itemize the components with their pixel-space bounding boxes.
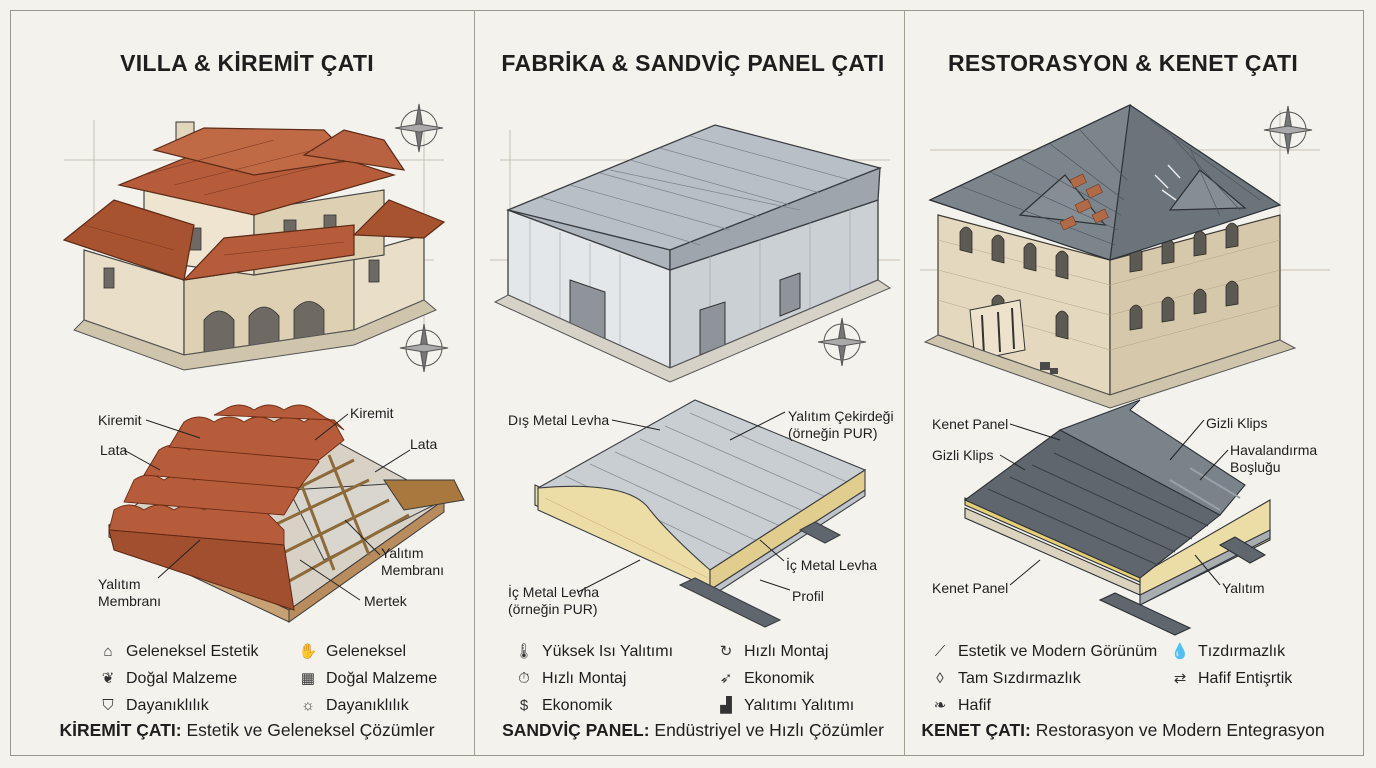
panel-villa-tile-roof: VILLA & KİREMİT ÇATI: [24, 10, 470, 756]
feature-item: ⌂Geleneksel Estetik: [98, 642, 258, 662]
label-kiremit: Kiremit: [350, 405, 394, 421]
label-inner-metal-sheet: İç Metal Levha (örneğin PUR): [508, 584, 600, 617]
money-bag-icon: $: [519, 697, 529, 714]
feature-item: ◊Tam Sızdırmazlık: [930, 669, 1080, 689]
label-mertek: Mertek: [364, 593, 407, 609]
bar-chart-icon: ▟: [720, 697, 732, 714]
compass-rose-icon: [817, 317, 867, 367]
sun-icon: ☼: [301, 697, 315, 714]
feature-item: ❦Doğal Malzeme: [98, 669, 237, 689]
panel-restoration-standing-seam-roof: RESTORASYON & KENET ÇATI: [900, 10, 1346, 756]
factory-illustration: [490, 124, 900, 628]
feature-item: ❧Hafif: [930, 696, 991, 716]
label-profile: Profil: [792, 588, 824, 604]
feature-item: ☼Dayanıklılık: [298, 696, 409, 716]
feature-item: ➶Ekonomik: [716, 669, 815, 689]
feature-item: ⇄Hafif Entişrtik: [1170, 669, 1293, 689]
stopwatch-icon: ⏱: [518, 670, 530, 687]
compass-tool-icon: ⟋: [934, 643, 946, 660]
feature-item: 💧Tızdırmazlık: [1170, 643, 1286, 660]
panel-divider: [904, 10, 905, 756]
panel-title: FABRİKA & SANDVİÇ PANEL ÇATI: [501, 50, 885, 76]
label-insulation-core: Yalıtım Çekirdeği (örneğin PUR): [788, 408, 894, 441]
brick-icon: ▦: [300, 670, 316, 687]
standing-seam-section: [963, 399, 1271, 636]
feature-item: ⟋Estetik ve Modern Görünüm: [930, 642, 1157, 662]
refresh-icon: ↻: [719, 643, 733, 660]
handshake-icon: ⇄: [1173, 670, 1187, 687]
feature-item: ↻Hızlı Montaj: [716, 642, 829, 662]
feature-item: 🌡Yüksek Isı Yalıtımı: [514, 643, 674, 660]
panel-summary: SANDVİÇ PANEL: Endüstriyel ve Hızlı Çözü…: [502, 720, 884, 740]
label-standing-seam-panel: Kenet Panel: [932, 580, 1009, 596]
historic-building-illustration: [920, 103, 1330, 636]
compass-rose-icon: [1263, 105, 1313, 155]
water-drop-icon: 💧: [1170, 643, 1190, 660]
house-icon: ⌂: [103, 643, 113, 660]
panel-factory-sandwich-roof: FABRİKA & SANDVİÇ PANEL ÇATI: [470, 10, 916, 756]
thermometer-icon: 🌡: [514, 643, 534, 660]
feather-icon: ❧: [933, 697, 947, 714]
leaf-icon: ❦: [101, 670, 115, 687]
label-lata: Lata: [410, 436, 438, 452]
feature-item: ⛉Dayanıklılık: [98, 696, 208, 716]
rocket-icon: ➶: [719, 670, 733, 687]
label-ventilation-gap: Havalandırma Boşluğu: [1230, 442, 1318, 475]
feature-item: ✋Geleneksel: [298, 643, 407, 660]
label-hidden-clip: Gizli Klips: [932, 447, 994, 463]
label-lata: Lata: [100, 442, 128, 458]
feature-item: ▦Doğal Malzeme: [298, 669, 437, 689]
compass-rose-icon: [394, 103, 444, 153]
label-outer-metal-sheet: Dış Metal Levha: [508, 412, 610, 428]
panel-title: RESTORASYON & KENET ÇATI: [947, 50, 1299, 76]
feature-item: ▟Yalıtımı Yalıtımı: [716, 696, 854, 716]
drop-icon: ◊: [936, 670, 944, 687]
label-kiremit: Kiremit: [98, 412, 142, 428]
panel-title: VILLA & KİREMİT ÇATI: [120, 50, 374, 76]
panel-summary: KENET ÇATI: Restorasyon ve Modern Entegr…: [921, 720, 1325, 740]
label-hidden-clip: Gizli Klips: [1206, 415, 1268, 431]
sandwich-panel-section: [534, 399, 867, 628]
panel-divider: [474, 10, 475, 756]
label-inner-metal-sheet: İç Metal Levha: [786, 557, 878, 573]
feature-item: ⏱Hızlı Montaj: [514, 669, 626, 689]
label-insulation: Yalıtım: [1222, 580, 1265, 596]
label-insulation-membrane: Yalıtım Membranı: [98, 576, 162, 609]
shield-icon: ⛉: [102, 697, 114, 714]
label-insulation-membrane: Yalıtım Membranı: [381, 545, 445, 578]
panel-summary: KİREMİT ÇATI: Estetik ve Geleneksel Çözü…: [59, 720, 435, 740]
label-standing-seam-panel: Kenet Panel: [932, 416, 1009, 432]
feature-item: $Ekonomik: [514, 696, 612, 716]
compass-rose-icon: [399, 323, 449, 373]
hands-icon: ✋: [298, 643, 318, 660]
